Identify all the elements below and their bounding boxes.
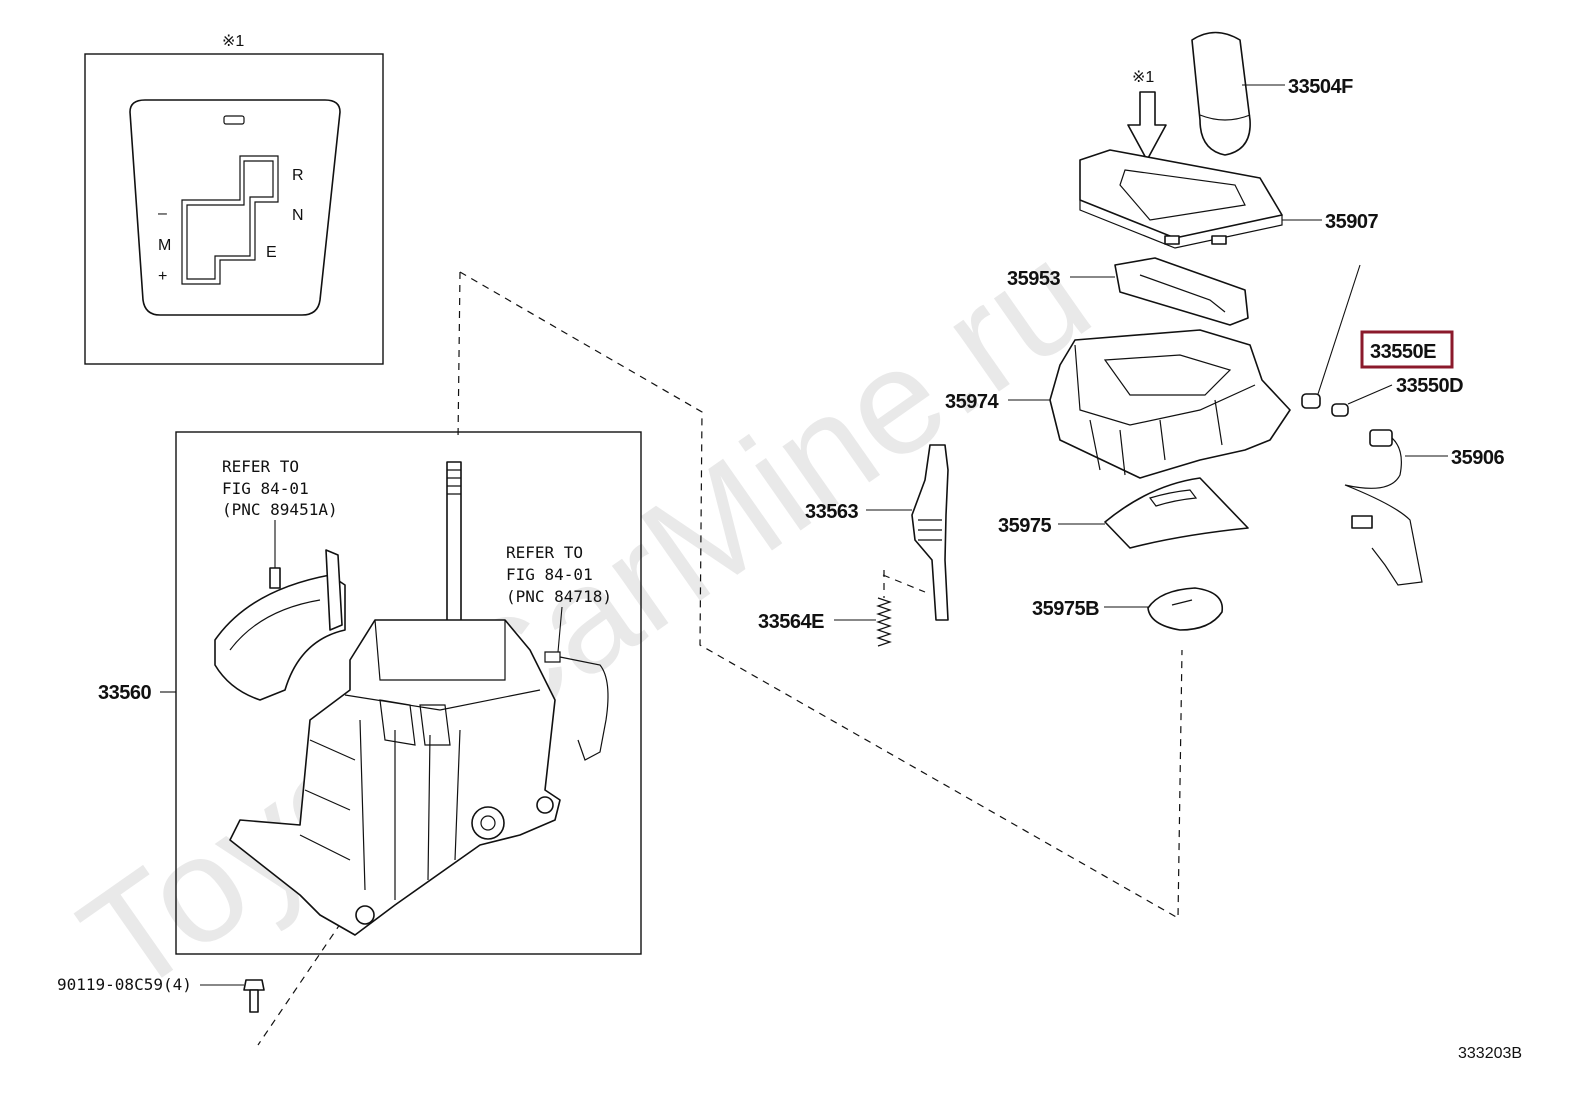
callout-33564E: 33564E	[758, 611, 824, 633]
callout-35907: 35907	[1325, 211, 1378, 233]
ref2-line1: REFER TO	[506, 543, 583, 562]
callout-33504F: 33504F	[1288, 76, 1353, 98]
wire-35906: 35906	[1344, 429, 1505, 586]
highlight-box	[1360, 330, 1454, 369]
ref1-line2: FIG 84-01	[222, 479, 309, 498]
slide-cover-35975: 35975	[998, 477, 1249, 549]
slide-cover-35975B: 35975B	[1032, 587, 1224, 631]
callout-33563: 33563	[805, 501, 858, 523]
bulb-33550D: 33550D	[1331, 375, 1464, 417]
callout-33560: 33560	[98, 682, 151, 704]
watermark: ToyotaCarMine.ru	[52, 210, 1118, 1027]
shift-lever-assembly: 33560	[98, 431, 642, 955]
callout-35975B: 35975B	[1032, 598, 1099, 620]
detail-marker-arrow: ※1	[1132, 69, 1154, 86]
knob-33504F: 33504F	[1191, 31, 1354, 156]
spring-33564E: 33564E	[758, 570, 892, 647]
detail-marker-inset: ※1	[222, 33, 244, 50]
callout-33550E: 33550E	[1370, 341, 1436, 363]
gate-pos-minus: –	[158, 205, 167, 222]
ref1-line1: REFER TO	[222, 457, 299, 476]
gate-pos-n: N	[292, 207, 304, 224]
indicator-plate-35953: 35953	[1007, 257, 1249, 326]
callout-35975: 35975	[998, 515, 1051, 537]
gate-plate-inset: ※1 R N E – M +	[84, 33, 384, 365]
bolt-90119: 90119-08C59(4)	[57, 975, 265, 1013]
callout-35906: 35906	[1451, 447, 1504, 469]
position-housing-35974: 35974	[945, 329, 1291, 479]
assembly-dashed-outline	[257, 271, 1183, 1046]
callout-35974: 35974	[945, 391, 999, 413]
ref2-line2: FIG 84-01	[506, 565, 593, 584]
callout-33550D: 33550D	[1396, 375, 1463, 397]
housing-cover-35907: 35907	[1079, 149, 1379, 249]
callout-bolt: 90119-08C59(4)	[57, 975, 192, 994]
callout-35953: 35953	[1007, 268, 1060, 290]
ref1-line3: (PNC 89451A)	[222, 500, 338, 519]
reference-note-2: REFER TO FIG 84-01 (PNC 84718)	[506, 543, 612, 606]
reference-note-1: REFER TO FIG 84-01 (PNC 89451A)	[222, 457, 338, 519]
gate-pos-m: M	[158, 237, 171, 254]
detail-arrow: ※1	[1127, 69, 1167, 161]
gate-pos-e: E	[266, 244, 277, 261]
lock-rod-33563: 33563	[805, 444, 949, 621]
gate-pos-plus: +	[158, 268, 167, 285]
gate-pos-r: R	[292, 167, 304, 184]
ref2-line3: (PNC 84718)	[506, 587, 612, 606]
bulb-socket-33550E: 33550E	[1301, 264, 1454, 409]
diagram-id: 333203B	[1458, 1045, 1522, 1062]
